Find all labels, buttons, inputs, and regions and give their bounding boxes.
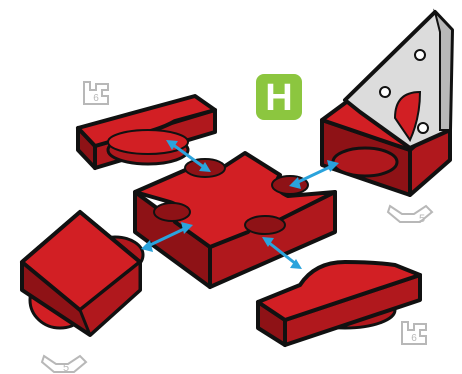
bottom-left-block-piece — [22, 212, 143, 335]
two-way-arrow-icon — [289, 160, 339, 189]
six-slot-shape-icon: 6 — [402, 322, 426, 344]
count-callout-right: 5 — [419, 213, 425, 225]
corner-bracket-icon: 5 — [388, 206, 432, 225]
six-slot-shape-icon: 6 — [84, 82, 108, 104]
shape-callout-bottom-right: 6 — [411, 333, 417, 344]
bottom-right-bar-piece — [258, 262, 420, 345]
center-cross-connector — [135, 153, 335, 287]
step-badge-letter: H — [265, 77, 292, 119]
shape-callout-top-left: 6 — [93, 93, 99, 104]
step-badge: H — [256, 74, 302, 120]
top-right-bracket-piece — [322, 12, 452, 195]
top-left-bar-piece — [78, 96, 215, 168]
count-callout-bottom-left: 5 — [63, 362, 69, 374]
corner-bracket-icon: 5 — [42, 356, 86, 374]
